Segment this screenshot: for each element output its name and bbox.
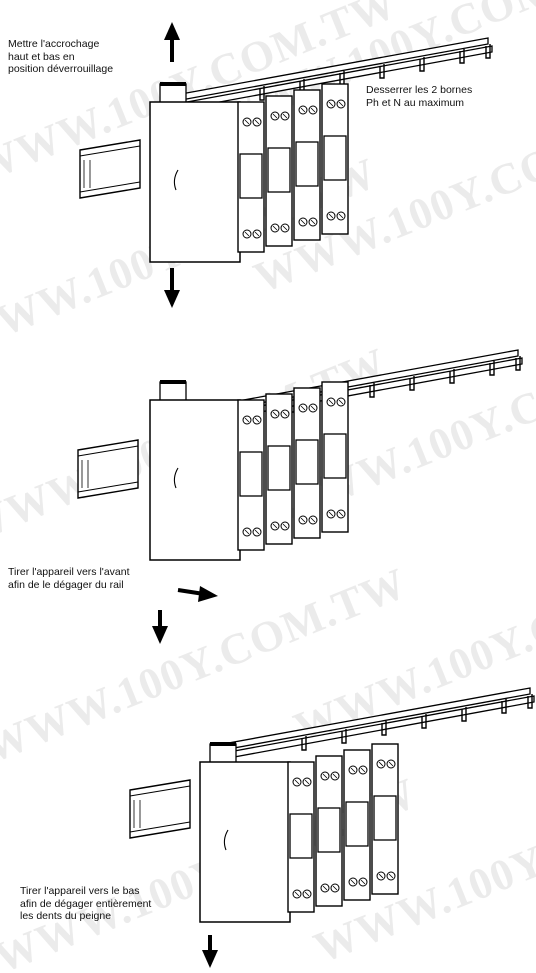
step-1-caption: Mettre l'accrochage haut et bas en posit… [8, 38, 113, 76]
arrow-down-icon [152, 626, 168, 644]
note-line: Ph et N au maximum [366, 96, 465, 109]
arrow-down-icon [202, 950, 218, 968]
arrow-down-icon [164, 290, 180, 308]
caption-line: les dents du peigne [20, 910, 112, 922]
step-2-caption: Tirer l'appareil vers l'avant afin de le… [8, 566, 130, 591]
caption-line: position déverrouillage [8, 63, 114, 75]
caption-line: afin de dégager entièrement [20, 897, 152, 910]
step-3-caption: Tirer l'appareil vers le bas afin de dég… [20, 885, 151, 923]
arrow-forward-icon [198, 586, 218, 602]
caption-line: haut et bas en [8, 50, 75, 63]
step-3-illustration [129, 687, 535, 968]
caption-line: Tirer l'appareil vers le bas [20, 885, 140, 897]
caption-line: Mettre l'accrochage [8, 38, 100, 50]
step-2-illustration [77, 349, 523, 644]
caption-line: Tirer l'appareil vers l'avant [8, 566, 130, 578]
caption-line: afin de le dégager du rail [8, 578, 124, 591]
note-line: Desserrer les 2 bornes [366, 84, 473, 96]
step-1-illustration [79, 22, 493, 308]
arrow-up-icon [164, 22, 180, 40]
terminal-note: Desserrer les 2 bornes Ph et N au maximu… [366, 84, 472, 109]
